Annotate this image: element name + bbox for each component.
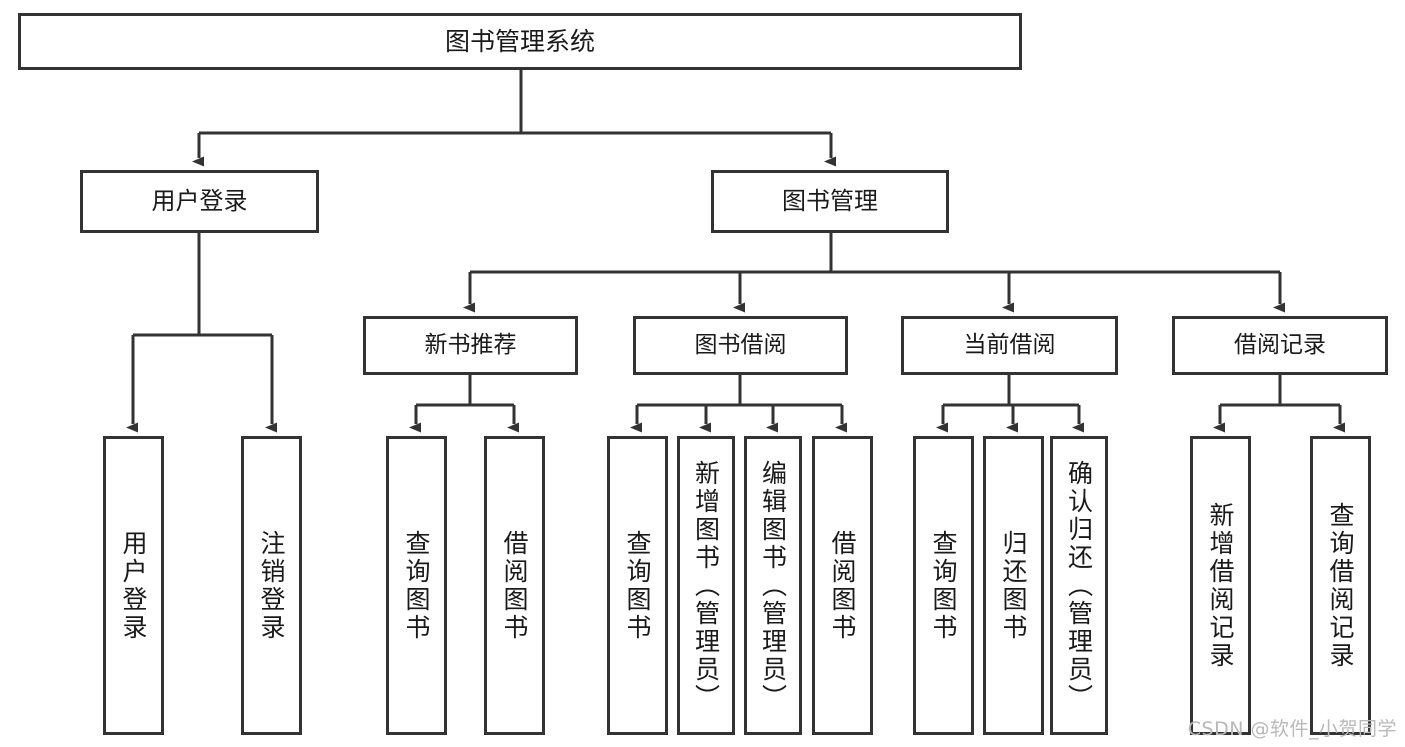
node-leaf-return-books[interactable]: 归还图书 (983, 436, 1044, 735)
node-leaf-add-borrow-record-label: 新增借阅记录 (1206, 501, 1235, 670)
node-leaf-confirm-return-admin[interactable]: 确认归还（管理员） (1050, 436, 1108, 735)
node-user-login-label: 用户登录 (151, 187, 248, 216)
node-leaf-confirm-return-admin-label: 确认归还（管理员） (1064, 459, 1094, 712)
node-new-book-recommend[interactable]: 新书推荐 (363, 316, 578, 375)
node-leaf-add-book-admin[interactable]: 新增图书（管理员） (677, 436, 735, 735)
node-leaf-borrow-books-1[interactable]: 借阅图书 (484, 436, 545, 735)
node-leaf-logout[interactable]: 注销登录 (241, 436, 302, 735)
node-leaf-query-books-1[interactable]: 查询图书 (386, 436, 447, 735)
node-leaf-query-books-2[interactable]: 查询图书 (607, 436, 668, 735)
node-leaf-query-borrow-record[interactable]: 查询借阅记录 (1310, 436, 1371, 735)
node-new-book-recommend-label: 新书推荐 (424, 331, 517, 358)
node-leaf-borrow-books-2[interactable]: 借阅图书 (812, 436, 873, 735)
node-leaf-add-book-admin-label: 新增图书（管理员） (691, 459, 721, 712)
node-book-borrow[interactable]: 图书借阅 (633, 316, 848, 375)
node-leaf-borrow-books-2-label: 借阅图书 (828, 529, 857, 642)
node-book-management[interactable]: 图书管理 (711, 170, 949, 233)
node-leaf-query-books-3[interactable]: 查询图书 (913, 436, 974, 735)
node-leaf-edit-book-admin[interactable]: 编辑图书（管理员） (744, 436, 802, 735)
node-book-management-label: 图书管理 (782, 187, 878, 216)
node-leaf-user-login-label: 用户登录 (119, 529, 148, 642)
node-leaf-add-borrow-record[interactable]: 新增借阅记录 (1190, 436, 1251, 735)
node-leaf-user-login[interactable]: 用户登录 (103, 436, 164, 735)
node-borrow-record[interactable]: 借阅记录 (1172, 316, 1388, 375)
node-user-login[interactable]: 用户登录 (80, 170, 319, 233)
node-root-label: 图书管理系统 (444, 26, 595, 56)
node-leaf-logout-label: 注销登录 (257, 529, 286, 642)
node-root[interactable]: 图书管理系统 (18, 13, 1022, 70)
node-leaf-return-books-label: 归还图书 (999, 529, 1028, 642)
node-current-borrow-label: 当前借阅 (963, 331, 1056, 358)
node-leaf-query-books-1-label: 查询图书 (402, 529, 431, 642)
node-leaf-edit-book-admin-label: 编辑图书（管理员） (758, 459, 788, 712)
node-leaf-query-books-3-label: 查询图书 (929, 529, 958, 642)
node-book-borrow-label: 图书借阅 (694, 331, 787, 358)
node-borrow-record-label: 借阅记录 (1234, 331, 1326, 358)
node-leaf-query-books-2-label: 查询图书 (623, 529, 652, 642)
node-leaf-query-borrow-record-label: 查询借阅记录 (1326, 501, 1355, 670)
node-leaf-borrow-books-1-label: 借阅图书 (500, 529, 529, 642)
node-current-borrow[interactable]: 当前借阅 (901, 316, 1118, 375)
